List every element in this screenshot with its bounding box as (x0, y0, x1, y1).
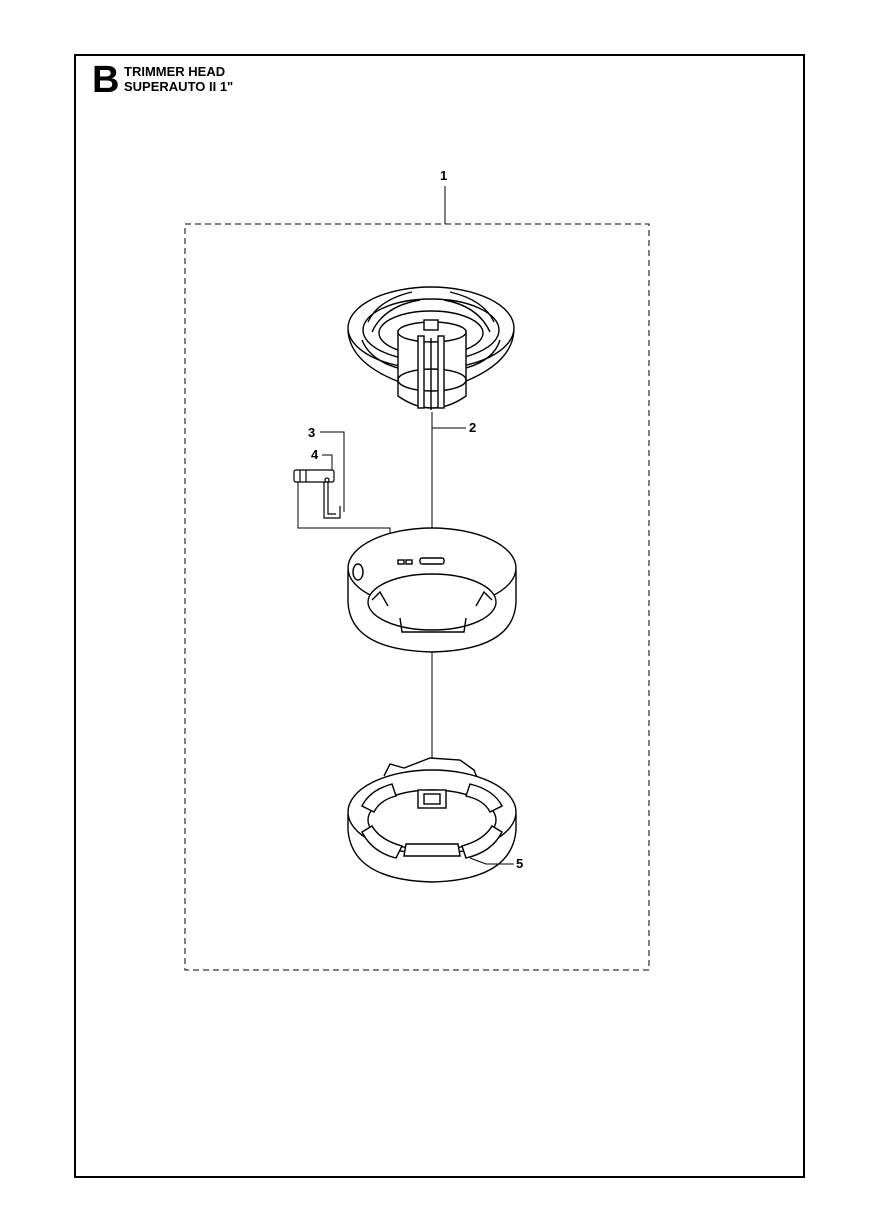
page-frame (74, 54, 805, 1178)
part-3-4-clip (293, 469, 341, 519)
callout-5: 5 (516, 856, 523, 871)
leader-5 (469, 857, 514, 865)
leader-2 (431, 412, 466, 429)
part-spool-housing (347, 527, 517, 653)
callout-2: 2 (469, 420, 476, 435)
leader-4 (322, 454, 333, 476)
part-5-bottom-cap (347, 757, 517, 883)
callout-4: 4 (311, 447, 319, 462)
section-subtitle: SUPERAUTO II 1" (124, 79, 234, 94)
assembly-boundary (184, 223, 650, 971)
section-letter: B (92, 59, 120, 101)
callout-1: 1 (440, 168, 447, 183)
part-2-top-cover (347, 286, 515, 410)
section-title: TRIMMER HEAD (124, 64, 226, 79)
leader-3 (320, 431, 345, 512)
callout-3: 3 (308, 425, 315, 440)
